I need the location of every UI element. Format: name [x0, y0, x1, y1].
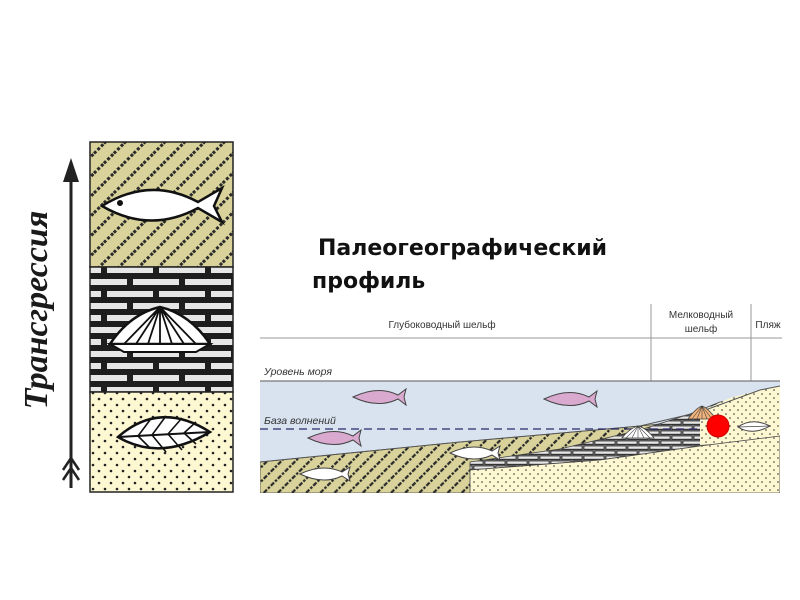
transgression-arrow [63, 158, 79, 488]
title-line-1: Палеогеографический [318, 236, 607, 261]
zone-shallow-shelf-line1: Мелководный [669, 310, 733, 321]
zone-deep-shelf: Глубоководный шельф [388, 319, 495, 331]
title-line-2: профиль [312, 269, 425, 294]
sea-level-label: Уровень моря [263, 366, 332, 378]
profile-body [260, 381, 780, 493]
transgression-label: Трансгрессия [18, 211, 55, 410]
page-title: Палеогеографический профиль [312, 236, 607, 294]
zone-beach: Пляж [755, 320, 780, 331]
wave-base-label: База волнений [264, 415, 336, 427]
zone-shallow-shelf-line2: шельф [685, 323, 718, 335]
strat-column [90, 142, 233, 492]
location-marker [707, 415, 729, 437]
